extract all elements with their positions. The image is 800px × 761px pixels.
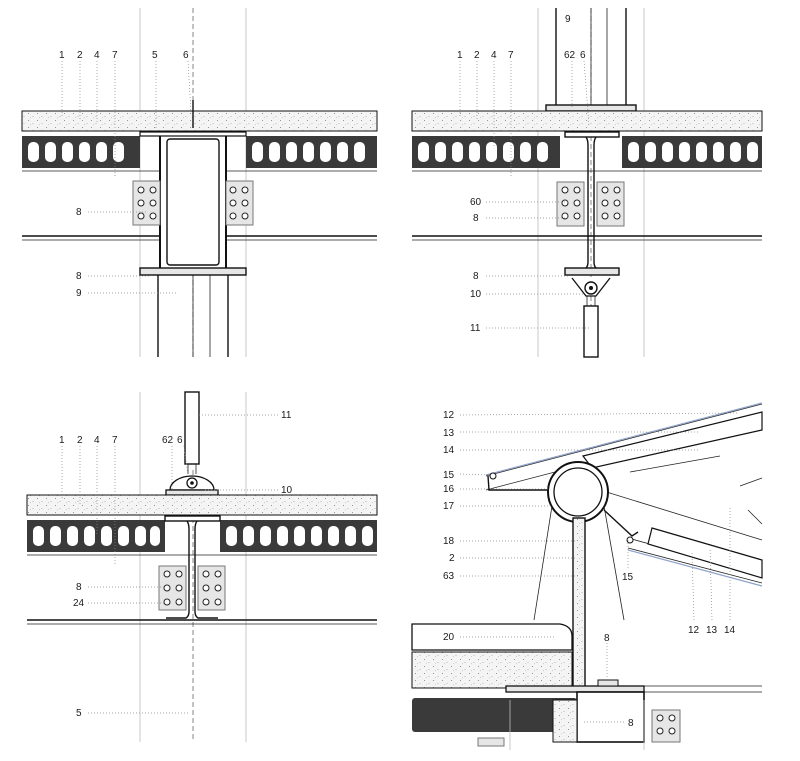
label-11: 11 — [281, 410, 292, 421]
label-15: 15 — [622, 572, 634, 583]
label-6: 6 — [177, 435, 183, 446]
steel-i-beam-web — [585, 136, 597, 269]
label-5: 5 — [152, 50, 158, 61]
roof-cover-lower — [647, 527, 763, 579]
tie-rod — [583, 305, 599, 358]
label-24: 24 — [73, 598, 85, 609]
base-plate — [139, 267, 247, 276]
label-8: 8 — [76, 582, 82, 593]
base-plate — [505, 685, 645, 693]
label-10: 10 — [281, 485, 293, 496]
label-11: 11 — [470, 323, 481, 334]
panel-top-right: 9 1 2 4 7 62 6 60 8 8 10 11 — [411, 8, 763, 358]
column-top-plate — [545, 104, 637, 112]
label-7: 7 — [112, 50, 118, 61]
label-1: 1 — [59, 435, 65, 446]
label-13: 13 — [706, 625, 718, 636]
topping-slab — [21, 110, 378, 132]
steel-i-beam-flange — [164, 515, 221, 522]
label-8: 8 — [76, 207, 82, 218]
label-9: 9 — [565, 14, 571, 25]
label-63: 63 — [443, 571, 455, 582]
topping-slab — [411, 110, 763, 132]
label-10: 10 — [470, 289, 482, 300]
floor-slab — [411, 623, 573, 651]
topping-slab — [26, 494, 378, 516]
topping-slab — [411, 651, 573, 689]
steel-i-beam-flange — [564, 131, 620, 138]
label-2: 2 — [474, 50, 480, 61]
panel-top-left: 1 2 4 7 5 6 8 8 9 — [21, 8, 378, 357]
label-1: 1 — [59, 50, 65, 61]
label-4: 4 — [491, 50, 497, 61]
label-15: 15 — [443, 470, 455, 481]
label-6: 6 — [183, 50, 189, 61]
tie-rod — [184, 391, 200, 465]
label-14: 14 — [724, 625, 736, 636]
label-16: 16 — [443, 484, 455, 495]
steel-post — [572, 517, 586, 689]
hollowcore-plank — [412, 698, 577, 732]
roof-cover-upper — [581, 411, 763, 469]
label-9: 9 — [76, 288, 82, 299]
label-8: 8 — [473, 271, 479, 282]
label-20: 20 — [443, 632, 455, 643]
bolt-plate — [651, 709, 681, 743]
panel-bottom-left: 1 2 4 7 62 6 11 10 8 24 5 — [26, 391, 378, 742]
label-7: 7 — [508, 50, 514, 61]
bearing-plate — [564, 267, 620, 276]
label-14: 14 — [443, 445, 455, 456]
label-5: 5 — [76, 708, 82, 719]
panel-bottom-right: 12 13 14 15 16 17 18 2 63 20 15 12 13 14… — [411, 402, 763, 750]
label-4: 4 — [94, 50, 100, 61]
label-2: 2 — [77, 435, 83, 446]
label-17: 17 — [443, 501, 455, 512]
label-8: 8 — [76, 271, 82, 282]
label-13: 13 — [443, 428, 455, 439]
label-8: 8 — [473, 213, 479, 224]
label-62: 62 — [162, 435, 174, 446]
support-fin — [533, 505, 625, 621]
label-60: 60 — [470, 197, 482, 208]
label-8: 8 — [604, 633, 610, 644]
steel-i-beam-web — [166, 520, 218, 619]
label-6: 6 — [580, 50, 586, 61]
label-2: 2 — [449, 553, 455, 564]
label-12: 12 — [688, 625, 700, 636]
label-18: 18 — [443, 536, 455, 547]
edge-beam — [576, 691, 645, 743]
label-4: 4 — [94, 435, 100, 446]
label-8: 8 — [628, 718, 634, 729]
label-1: 1 — [457, 50, 463, 61]
label-7: 7 — [112, 435, 118, 446]
label-62: 62 — [564, 50, 576, 61]
label-12: 12 — [443, 410, 455, 421]
label-2: 2 — [77, 50, 83, 61]
